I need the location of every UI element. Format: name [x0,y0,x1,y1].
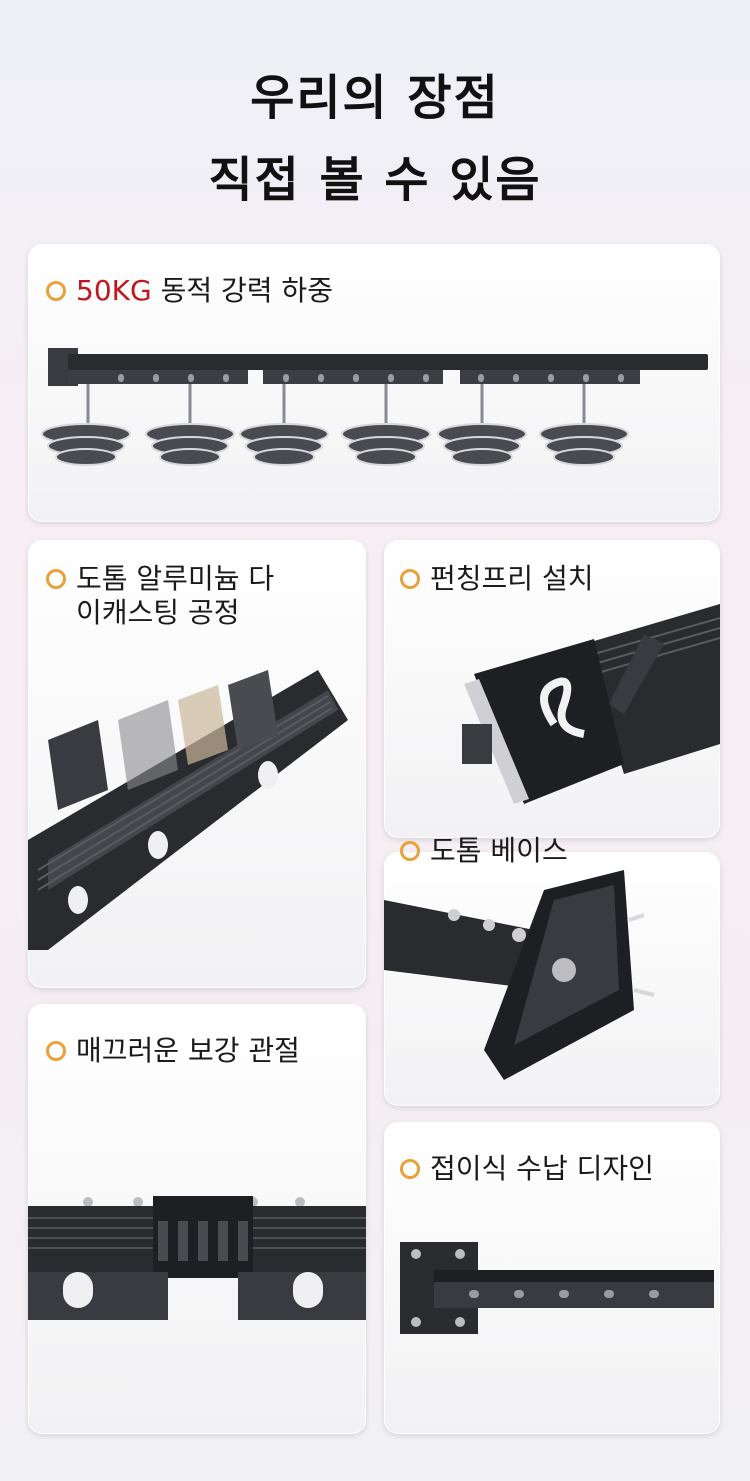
card-load: 50KG 동적 강력 하중 [28,244,720,522]
drying-rack-illustration [41,348,708,466]
card-punch: 펀칭프리 설치 [384,540,720,838]
fold-text: 접이식 수납 디자인 [430,1152,654,1185]
alloy-line1: 도톰 알루미늄 다 [76,562,275,595]
page-title-line1: 우리의 장점 [250,70,500,126]
folded-rack-illustration [400,1242,714,1334]
bullet-circle-icon [46,1041,66,1061]
alloy-line2: 이캐스팅 공정 [76,596,240,629]
punch-text: 펀칭프리 설치 [430,562,594,595]
bullet-circle-icon [400,569,420,589]
bullet-circle-icon [400,841,420,861]
aluminum-profile-illustration [28,670,348,950]
bullet-circle-icon [400,1159,420,1179]
load-text: 동적 강력 하중 [151,274,333,307]
card-punch-label: 펀칭프리 설치 [400,562,593,596]
base-text: 도톰 베이스 [430,834,568,867]
card-base-label: 도톰 베이스 [400,834,568,868]
card-joint: 매끄러운 보강 관절 [28,1004,366,1434]
adhesive-mount-illustration [462,604,720,804]
joint-text: 매끄러운 보강 관절 [76,1034,300,1067]
page-title-line2: 직접 볼 수 있음 [208,152,542,208]
card-fold-label: 접이식 수납 디자인 [400,1152,654,1186]
mount-base-illustration [384,870,655,1080]
card-joint-label: 매끄러운 보강 관절 [46,1034,300,1068]
bullet-circle-icon [46,281,66,301]
card-load-label: 50KG 동적 강력 하중 [46,274,333,308]
bullet-circle-icon [46,569,66,589]
load-highlight: 50KG [76,274,152,307]
card-fold: 접이식 수납 디자인 [384,1122,720,1434]
joint-illustration [28,1196,366,1320]
